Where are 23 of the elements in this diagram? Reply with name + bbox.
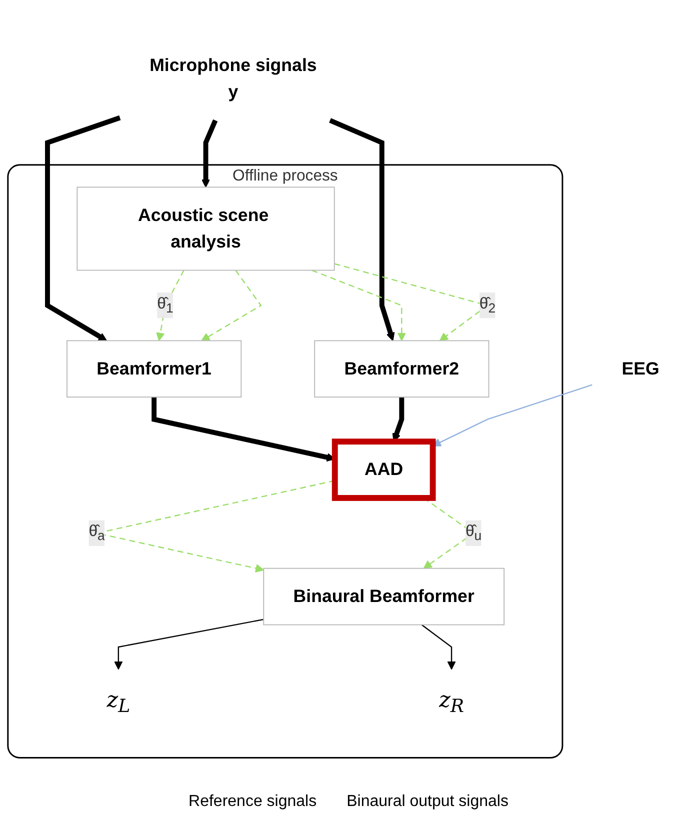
node-text: z$_{L}$ <box>106 688 130 718</box>
signal-caption: Binaural output signals <box>346 793 508 811</box>
arrow <box>312 270 406 342</box>
signal-caption: Reference signals <box>188 793 317 811</box>
arrow <box>201 119 218 188</box>
arrow <box>201 270 262 342</box>
node-box: Beamformer1 <box>66 340 242 398</box>
node-box: Binaural Beamformer <box>263 568 505 626</box>
arrow <box>45 115 121 342</box>
node-text: z$_{R}$ <box>438 688 464 718</box>
arrow <box>114 618 264 670</box>
node-box: AAD <box>332 438 436 501</box>
node-box: Beamformer2 <box>314 340 490 398</box>
edge-label: θ̂$_{1}$ <box>157 295 174 316</box>
node-text: Microphone signals y <box>150 55 317 102</box>
arrow <box>156 270 184 342</box>
edge-label: θ̂$_{a}$ <box>88 523 105 544</box>
node-box: Acoustic scene analysis <box>76 186 335 271</box>
edge-label: θ̂$_{u}$ <box>465 523 482 544</box>
node-text: EEG <box>622 358 660 378</box>
arrow <box>329 118 395 342</box>
edge-label: θ̂$_{2}$ <box>479 295 496 316</box>
arrow <box>421 624 456 670</box>
